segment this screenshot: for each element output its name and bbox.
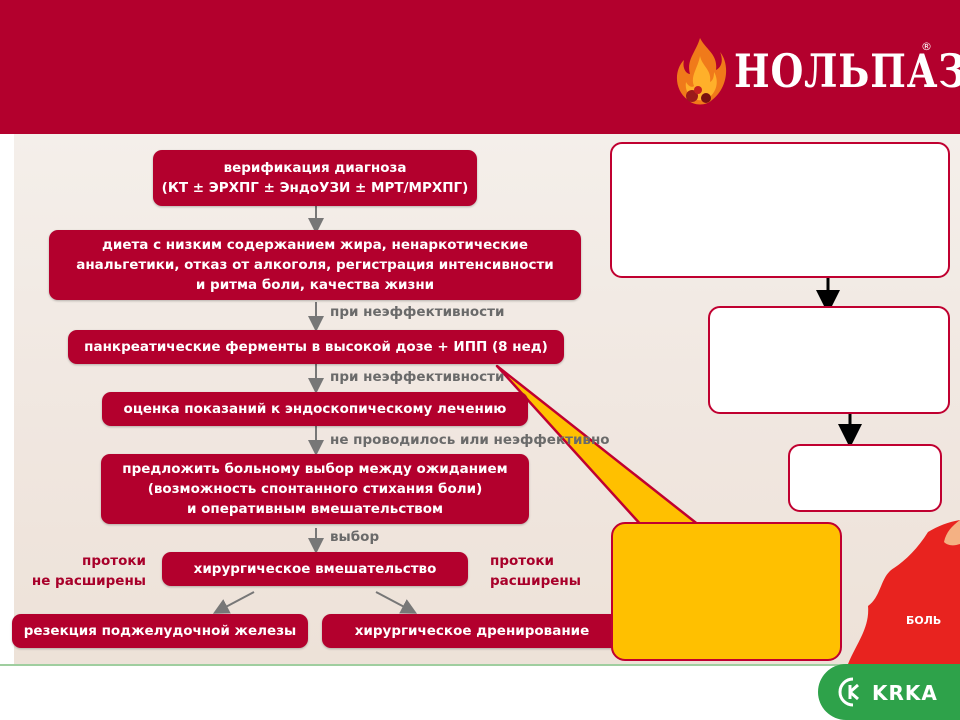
connector-arrows: [212, 206, 862, 614]
note-ineffective-2: при неэффективности: [330, 369, 505, 385]
krka-logo: KRKA: [818, 664, 960, 720]
registered-mark: ®: [921, 40, 932, 53]
krka-k-icon: [838, 677, 859, 707]
pain-illustration: [848, 520, 960, 664]
flowchart-area: верификация диагноза (КТ ± ЭРХПГ ± ЭндоУ…: [0, 134, 960, 664]
krka-text: KRKA: [872, 681, 938, 705]
note-not-performed: не проводилось или неэффективно: [330, 432, 610, 448]
logo-text: НОЛЬПАЗА: [734, 44, 960, 98]
step-enzymes-ppi: панкреатические ферменты в высокой дозе …: [68, 330, 564, 364]
outline-box-top: [610, 142, 950, 278]
left-strip: [0, 134, 14, 664]
result-surgical-drainage: хирургическое дренирование: [322, 614, 622, 648]
result-pancreatic-resection: резекция поджелудочной железы: [12, 614, 308, 648]
step-verify-diagnosis: верификация диагноза (КТ ± ЭРХПГ ± ЭндоУ…: [153, 150, 477, 206]
note-choice: выбор: [330, 529, 380, 545]
outline-box-middle: [708, 306, 950, 414]
arrow-step6-left: [212, 591, 255, 614]
footer-divider: [0, 664, 960, 666]
outline-box-bottom: [788, 444, 942, 512]
flame-icon: [676, 38, 727, 105]
step-diet-analgesics: диета с низким содержанием жира, ненарко…: [49, 230, 581, 300]
step-endoscopic-assessment: оценка показаний к эндоскопическому лече…: [102, 392, 528, 426]
arrow-step6-right: [375, 591, 418, 614]
label-ducts-dilated: протоки расширены: [490, 553, 581, 589]
callout-box: [611, 522, 842, 661]
step-offer-choice: предложить больному выбор между ожидание…: [101, 454, 529, 524]
note-ineffective-1: при неэффективности: [330, 304, 505, 320]
pain-label: БОЛЬ: [906, 614, 942, 627]
label-ducts-not-dilated: протоки не расширены: [31, 553, 146, 589]
nolpaza-logo: НОЛЬПАЗА ®: [672, 36, 960, 108]
header-bar: НОЛЬПАЗА ®: [0, 0, 960, 134]
step-surgery: хирургическое вмешательство: [162, 552, 468, 586]
